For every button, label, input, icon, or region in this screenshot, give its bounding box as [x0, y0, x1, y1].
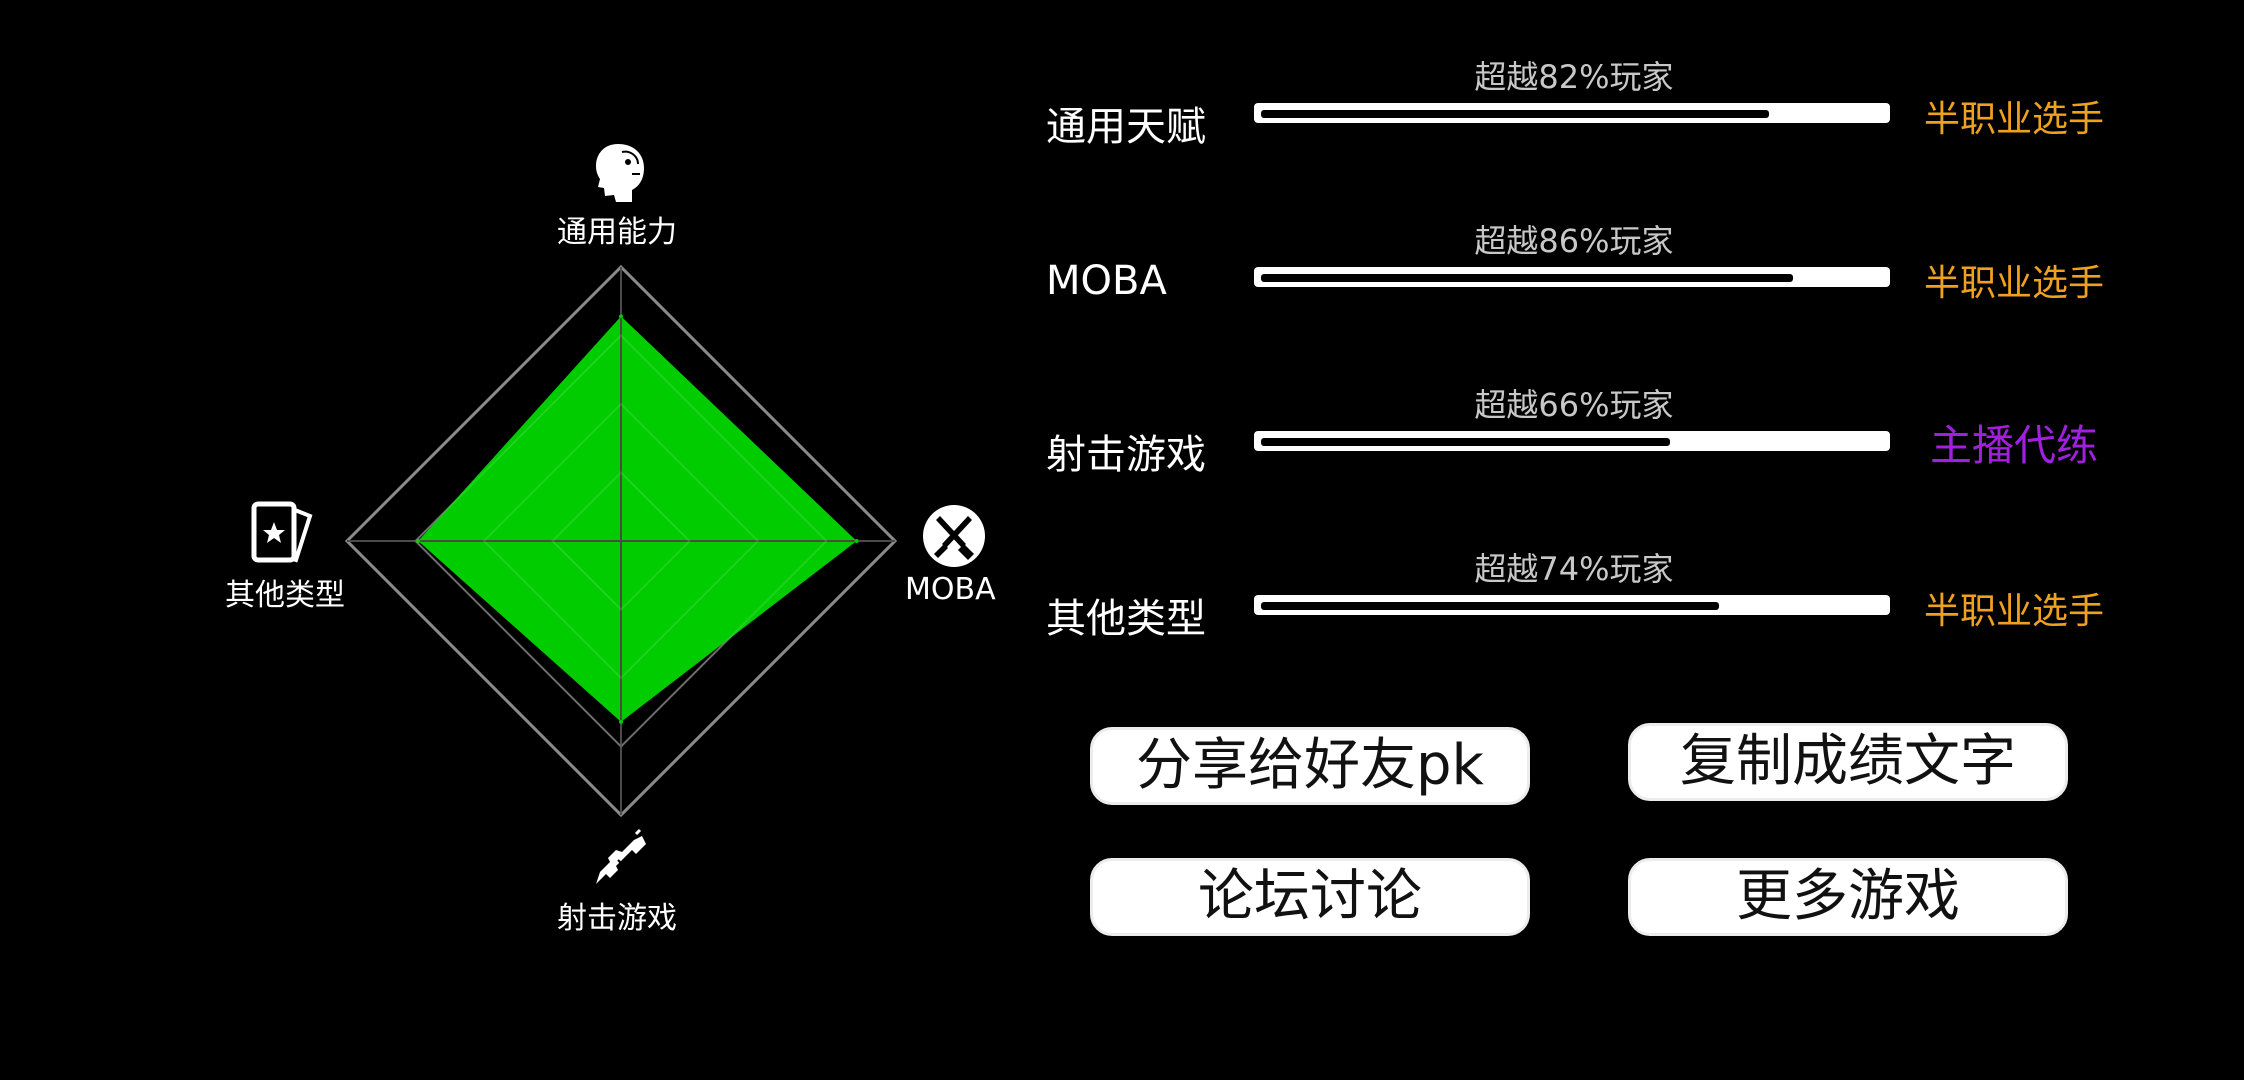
- stat-rank: 半职业选手: [1923, 591, 2104, 632]
- star-card-icon: [251, 501, 313, 563]
- radar-data-point: [854, 539, 859, 543]
- stat-rank: 主播代练: [1929, 421, 2098, 470]
- radar-data-area: [418, 316, 857, 722]
- more-games-button[interactable]: 更多游戏: [1628, 858, 2068, 936]
- progress-bar: [1254, 431, 1890, 451]
- radar-label-moba: MOBA: [905, 572, 996, 607]
- radar-label-shooter: 射击游戏: [557, 901, 677, 936]
- stat-percent-text: 超越86%玩家: [1474, 222, 1674, 260]
- progress-bar: [1254, 103, 1890, 123]
- radar-label-other: 其他类型: [225, 578, 345, 613]
- radar-chart-svg: [344, 264, 898, 818]
- stat-percent-text: 超越66%玩家: [1474, 386, 1674, 424]
- radar-ring-overlay: [482, 402, 760, 680]
- head-icon: [596, 144, 644, 202]
- stat-row-moba: MOBA 超越86%玩家 半职业选手: [1046, 216, 2126, 336]
- stat-rank: 半职业选手: [1923, 263, 2104, 304]
- crossed-swords-icon: [923, 505, 985, 567]
- progress-bar-fill: [1261, 602, 1720, 610]
- radar-ring-overlay: [551, 471, 691, 611]
- radar-data-point: [416, 539, 421, 543]
- progress-bar: [1254, 267, 1890, 287]
- forum-discussion-button[interactable]: 论坛讨论: [1090, 858, 1530, 936]
- stat-percent-text: 超越74%玩家: [1474, 550, 1674, 588]
- copy-score-text-button[interactable]: 复制成绩文字: [1628, 723, 2068, 801]
- stat-percent-text: 超越82%玩家: [1474, 58, 1674, 96]
- progress-bar-fill: [1261, 110, 1769, 118]
- radar-data-point: [619, 719, 623, 724]
- stat-row-general: 通用天赋 超越82%玩家 半职业选手: [1046, 52, 2126, 172]
- share-to-friend-button[interactable]: 分享给好友pk: [1090, 727, 1530, 805]
- rifle-icon: [596, 828, 646, 884]
- radar-label-general: 通用能力: [557, 215, 677, 250]
- radar-spokes: [347, 267, 895, 815]
- stat-row-shooter: 射击游戏 超越66%玩家 主播代练: [1046, 380, 2126, 500]
- stat-name: MOBA: [1046, 258, 1167, 304]
- stat-row-other: 其他类型 超越74%玩家 半职业选手: [1046, 544, 2126, 664]
- progress-bar-fill: [1261, 438, 1670, 446]
- progress-bar: [1254, 595, 1890, 615]
- stat-rank: 半职业选手: [1923, 99, 2104, 140]
- stat-name: 通用天赋: [1046, 104, 1206, 150]
- stat-name: 射击游戏: [1046, 432, 1206, 478]
- stat-name: 其他类型: [1046, 596, 1206, 642]
- progress-bar-fill: [1261, 274, 1794, 282]
- radar-ring-overlay: [414, 334, 828, 748]
- radar-data-point: [619, 314, 623, 319]
